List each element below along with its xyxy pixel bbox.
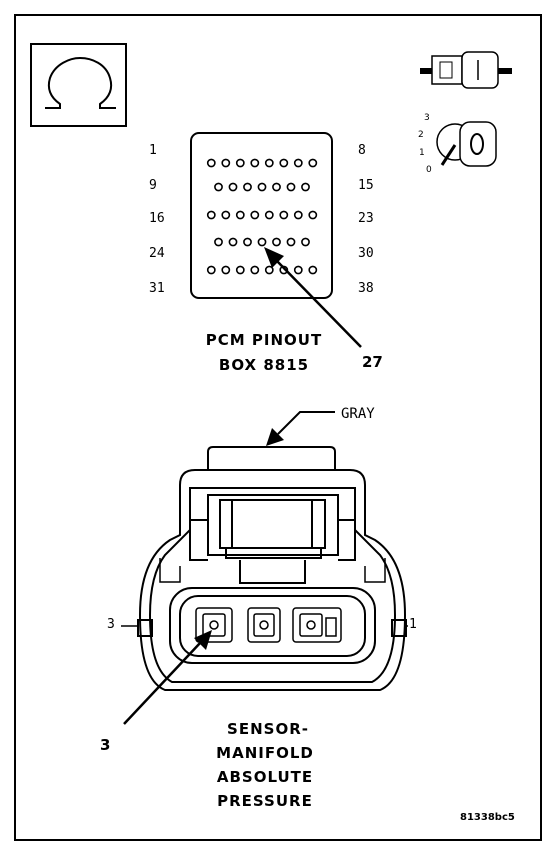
pcm-pin xyxy=(308,158,318,168)
terminal-cavity-pin-1 xyxy=(292,607,342,643)
pcm-pin xyxy=(243,182,252,192)
pcm-pin xyxy=(264,158,274,168)
pcm-pin xyxy=(293,158,303,168)
pcm-pin xyxy=(279,158,289,168)
key-position-1: 1 xyxy=(419,148,425,158)
pcm-pin xyxy=(279,210,289,220)
connector-name-line4: PRESSURE xyxy=(217,792,313,810)
pcm-title-line2: BOX 8815 xyxy=(219,356,309,374)
pcm-pin xyxy=(301,182,310,192)
connector-side-label-left: 3 xyxy=(107,617,115,632)
pin-grid xyxy=(206,158,318,275)
pcm-pin xyxy=(214,182,223,192)
connector-callout-pin-number: 3 xyxy=(100,736,110,754)
pcm-pin xyxy=(206,210,216,220)
ignition-key-icon: 3 2 1 0 xyxy=(418,113,497,175)
key-position-0: 0 xyxy=(426,165,432,175)
pcm-pin xyxy=(272,182,281,192)
pcm-pin xyxy=(235,210,245,220)
pcm-pin xyxy=(250,265,260,275)
connector-name-line2: MANIFOLD xyxy=(216,744,314,762)
row-label-right: 23 xyxy=(358,211,374,226)
row-label-right: 30 xyxy=(358,246,374,261)
terminal-cavity-pin-2 xyxy=(247,607,281,643)
row-label-left: 9 xyxy=(149,178,157,193)
pcm-callout-pin-number: 27 xyxy=(362,353,383,371)
row-label-right: 15 xyxy=(358,178,374,193)
connector-plug-icon xyxy=(420,51,512,89)
terminal-cavity-pin-3 xyxy=(195,607,233,643)
figure-id: 81338bc5 xyxy=(460,812,515,823)
row-label-left: 31 xyxy=(149,281,165,296)
pin-3-callout-arrow xyxy=(123,630,212,725)
map-sensor-connector xyxy=(137,446,407,691)
pcm-pin xyxy=(308,265,318,275)
key-position-3: 3 xyxy=(424,113,430,123)
pcm-pin xyxy=(221,158,231,168)
pcm-pin xyxy=(272,237,281,247)
pcm-pin xyxy=(228,237,238,247)
pcm-pin xyxy=(293,210,303,220)
pcm-pin xyxy=(235,158,245,168)
pcm-pin xyxy=(206,158,216,168)
pcm-pin xyxy=(206,265,216,275)
pcm-pin xyxy=(301,237,310,247)
row-label-left: 16 xyxy=(149,211,165,226)
pcm-pin xyxy=(264,210,274,220)
row-label-left: 1 xyxy=(149,143,157,158)
connector-name-line3: ABSOLUTE xyxy=(217,768,313,786)
pcm-pin xyxy=(250,158,260,168)
connector-side-label-right: 1 xyxy=(409,617,417,632)
pin-27-callout-arrow xyxy=(264,247,362,348)
pcm-pin xyxy=(221,265,231,275)
pcm-pin xyxy=(221,210,231,220)
connector-color-label: GRAY xyxy=(341,406,375,422)
row-label-right: 8 xyxy=(358,143,366,158)
pcm-pin xyxy=(257,237,267,247)
pcm-pin xyxy=(228,182,238,192)
key-position-2: 2 xyxy=(418,130,424,140)
omega-icon xyxy=(30,43,127,127)
pcm-pin xyxy=(243,237,252,247)
connector-name-line1: SENSOR- xyxy=(227,720,309,738)
pcm-pin xyxy=(257,182,267,192)
color-callout xyxy=(266,411,335,446)
pcm-pin xyxy=(286,237,296,247)
pcm-pin xyxy=(214,237,223,247)
row-label-left: 24 xyxy=(149,246,165,261)
pcm-pin xyxy=(293,265,303,275)
pcm-pinout-box xyxy=(190,132,333,299)
pcm-pin xyxy=(264,265,274,275)
pcm-pin xyxy=(235,265,245,275)
row-label-right: 38 xyxy=(358,281,374,296)
pcm-title-line1: PCM PINOUT xyxy=(206,331,322,349)
pcm-pin xyxy=(286,182,296,192)
pcm-pin xyxy=(308,210,318,220)
diagram-frame xyxy=(14,14,542,841)
pcm-pin xyxy=(250,210,260,220)
